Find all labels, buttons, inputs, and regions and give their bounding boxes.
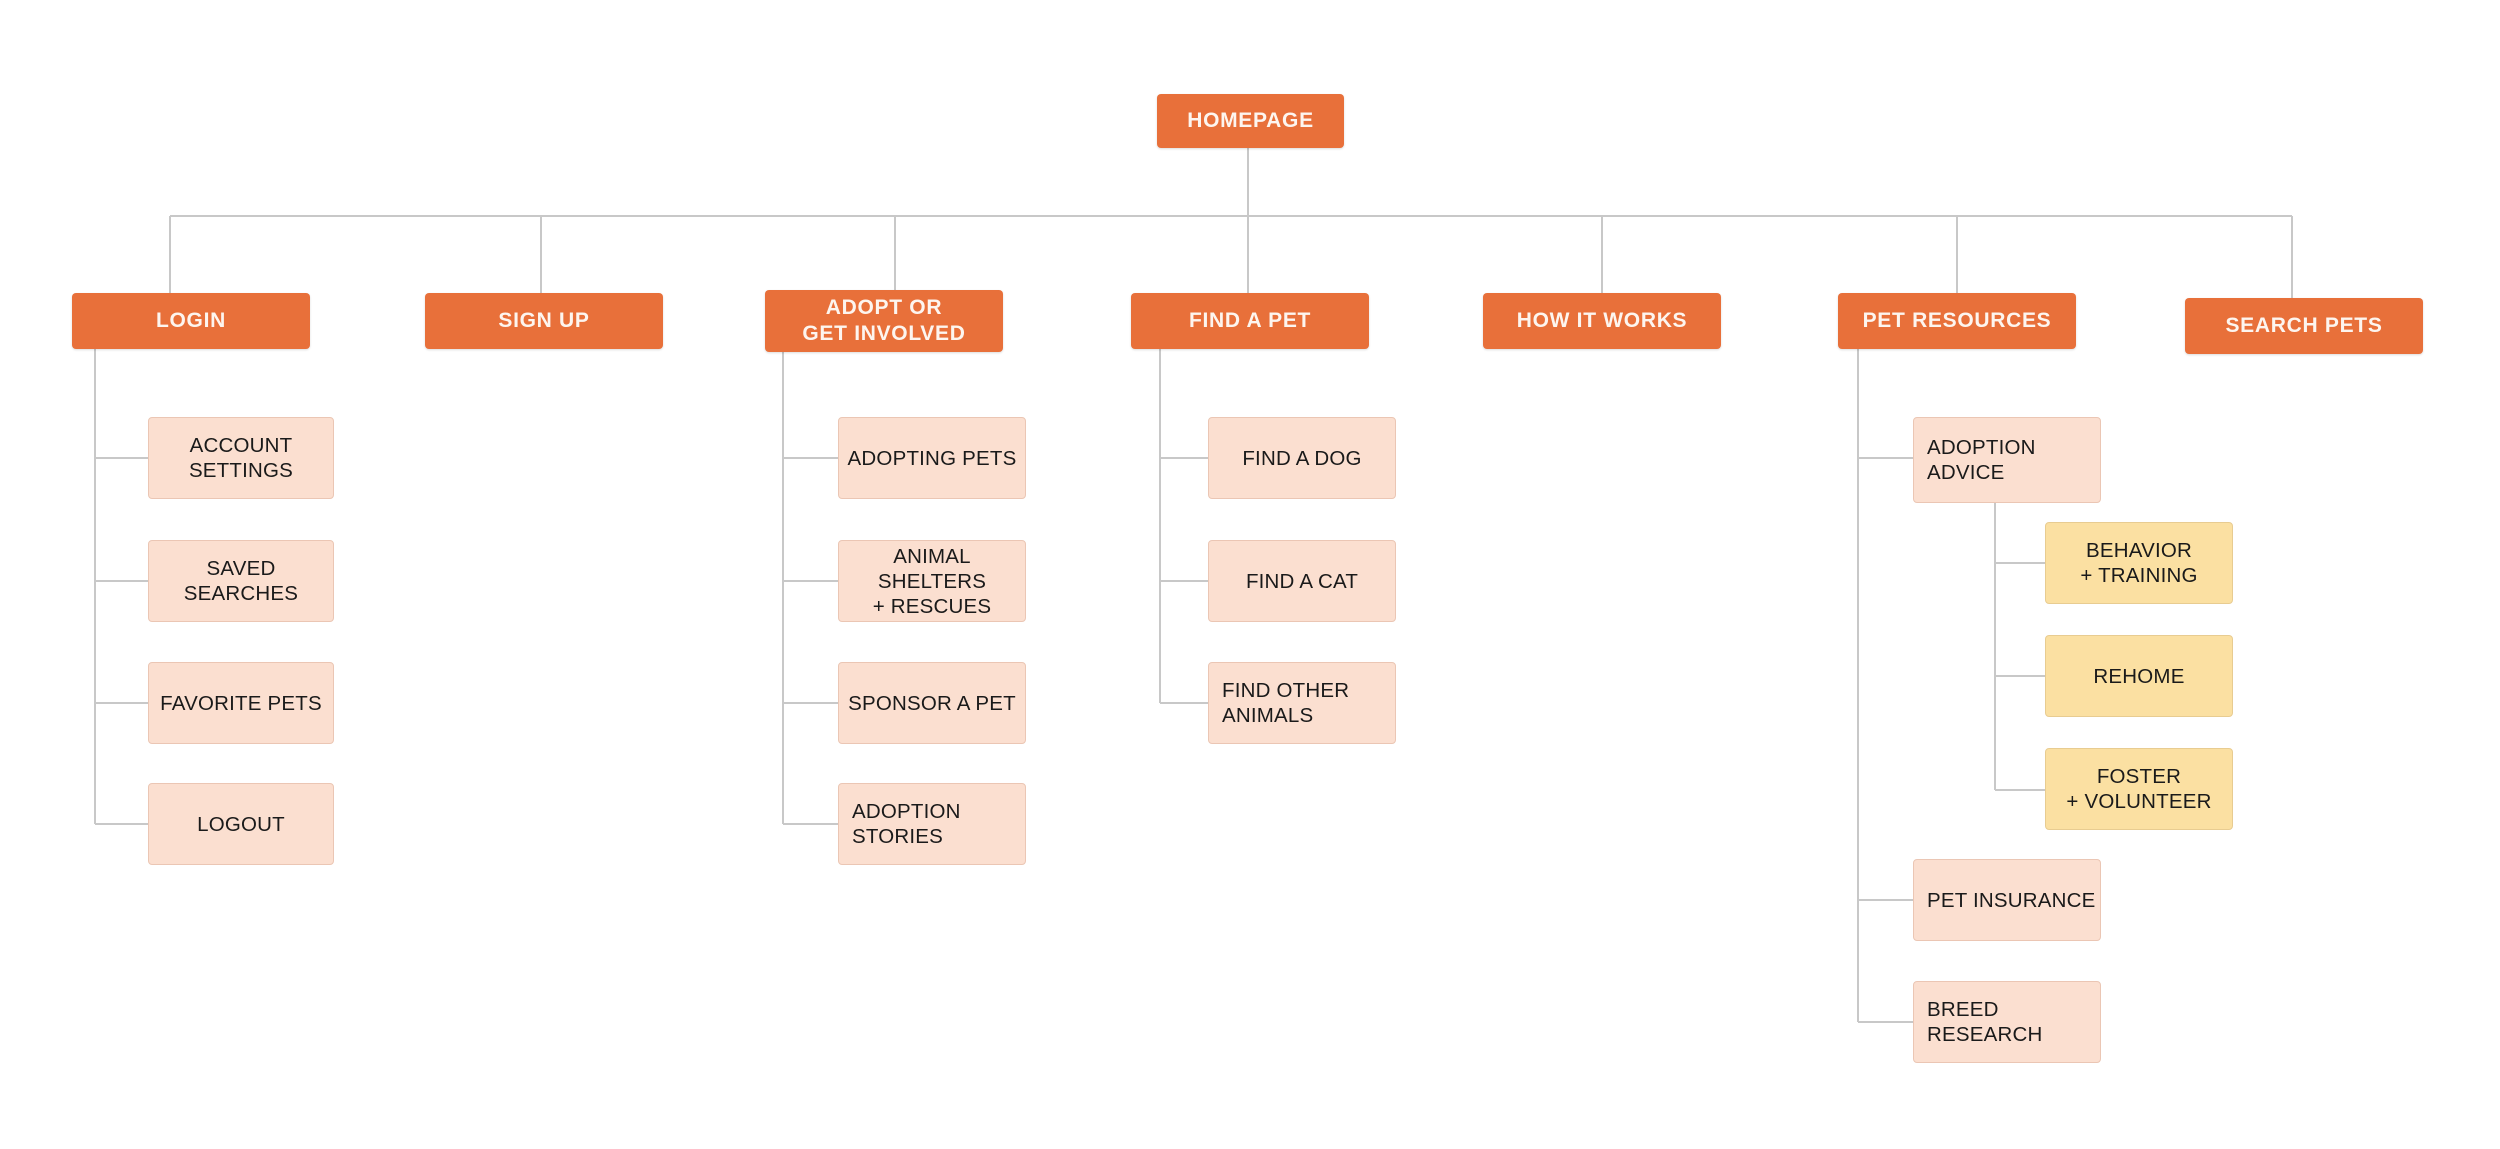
node-label: ANIMAL SHELTERS + RESCUES bbox=[872, 544, 992, 618]
node-logout[interactable]: LOGOUT bbox=[148, 783, 334, 865]
node-label: ADOPTION STORIES bbox=[852, 800, 961, 848]
node-label: ADOPTION ADVICE bbox=[1927, 436, 2036, 484]
node-label: SIGN UP bbox=[498, 309, 590, 333]
node-label: FAVORITE PETS bbox=[160, 691, 322, 715]
node-favorite-pets[interactable]: FAVORITE PETS bbox=[148, 662, 334, 744]
node-animal-shelters-rescues[interactable]: ANIMAL SHELTERS + RESCUES bbox=[838, 540, 1026, 622]
node-label: PET INSURANCE bbox=[1927, 888, 2096, 912]
node-label: BEHAVIOR + TRAINING bbox=[2080, 539, 2198, 587]
node-label: ACCOUNT SETTINGS bbox=[188, 434, 294, 482]
node-find-a-pet[interactable]: FIND A PET bbox=[1131, 293, 1369, 349]
node-foster-volunteer[interactable]: FOSTER + VOLUNTEER bbox=[2045, 748, 2233, 830]
node-label: FOSTER + VOLUNTEER bbox=[2066, 765, 2212, 813]
node-breed-research[interactable]: BREED RESEARCH bbox=[1913, 981, 2101, 1063]
node-search-pets[interactable]: SEARCH PETS bbox=[2185, 298, 2423, 354]
node-label: SPONSOR A PET bbox=[848, 691, 1016, 715]
node-login[interactable]: LOGIN bbox=[72, 293, 310, 349]
node-label: LOGOUT bbox=[197, 812, 285, 836]
node-label: HOW IT WORKS bbox=[1516, 309, 1688, 333]
node-adopt-or-get-involved[interactable]: ADOPT OR GET INVOLVED bbox=[765, 290, 1003, 352]
node-label: BREED RESEARCH bbox=[1927, 998, 2043, 1046]
node-label: SEARCH PETS bbox=[2225, 314, 2383, 338]
node-adopting-pets[interactable]: ADOPTING PETS bbox=[838, 417, 1026, 499]
node-account-settings[interactable]: ACCOUNT SETTINGS bbox=[148, 417, 334, 499]
node-label: FIND A PET bbox=[1188, 309, 1312, 333]
node-label: ADOPT OR GET INVOLVED bbox=[802, 296, 966, 345]
node-label: SAVED SEARCHES bbox=[183, 557, 299, 605]
node-adoption-advice[interactable]: ADOPTION ADVICE bbox=[1913, 417, 2101, 503]
node-label: FIND OTHER ANIMALS bbox=[1222, 679, 1350, 727]
node-find-a-dog[interactable]: FIND A DOG bbox=[1208, 417, 1396, 499]
node-homepage[interactable]: HOMEPAGE bbox=[1157, 94, 1344, 148]
node-sign-up[interactable]: SIGN UP bbox=[425, 293, 663, 349]
node-find-a-cat[interactable]: FIND A CAT bbox=[1208, 540, 1396, 622]
node-label: FIND A DOG bbox=[1242, 446, 1362, 470]
node-label: ADOPTING PETS bbox=[847, 446, 1017, 470]
node-pet-resources[interactable]: PET RESOURCES bbox=[1838, 293, 2076, 349]
node-adoption-stories[interactable]: ADOPTION STORIES bbox=[838, 783, 1026, 865]
node-behavior-training[interactable]: BEHAVIOR + TRAINING bbox=[2045, 522, 2233, 604]
node-label: FIND A CAT bbox=[1245, 569, 1359, 593]
node-label: HOMEPAGE bbox=[1187, 109, 1314, 133]
node-saved-searches[interactable]: SAVED SEARCHES bbox=[148, 540, 334, 622]
node-label: REHOME bbox=[2093, 664, 2185, 688]
node-sponsor-a-pet[interactable]: SPONSOR A PET bbox=[838, 662, 1026, 744]
node-rehome[interactable]: REHOME bbox=[2045, 635, 2233, 717]
node-label: PET RESOURCES bbox=[1862, 309, 2052, 333]
node-pet-insurance[interactable]: PET INSURANCE bbox=[1913, 859, 2101, 941]
node-how-it-works[interactable]: HOW IT WORKS bbox=[1483, 293, 1721, 349]
node-label: LOGIN bbox=[156, 309, 226, 333]
node-find-other-animals[interactable]: FIND OTHER ANIMALS bbox=[1208, 662, 1396, 744]
